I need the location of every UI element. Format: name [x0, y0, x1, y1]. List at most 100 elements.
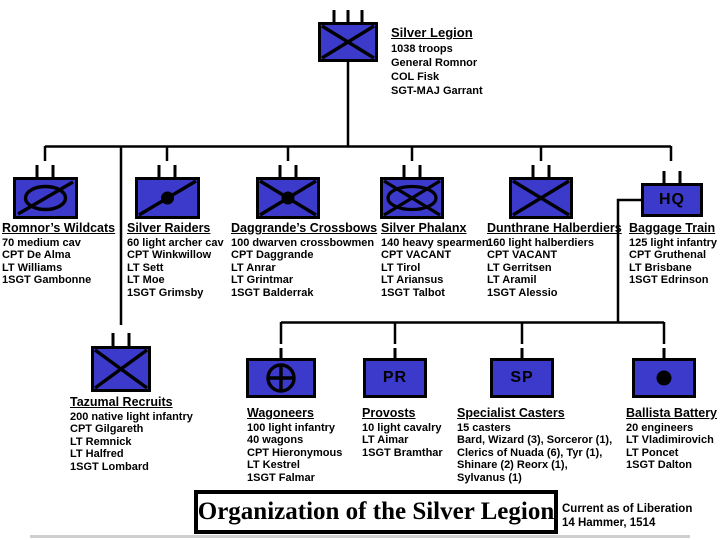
- unit-detail: LT Vladimirovich: [626, 434, 714, 447]
- unit-detail: 70 medium cav: [2, 237, 81, 249]
- unit-text-silver-raiders: Silver Raiders 60 light archer cav CPT W…: [127, 221, 224, 299]
- unit-name: Baggage Train: [629, 221, 716, 235]
- medium-cavalry-icon: [17, 180, 74, 216]
- unit-detail: CPT Gruthenal: [629, 249, 707, 262]
- unit-detail: 1SGT Alessio: [487, 286, 558, 299]
- unit-detail: 20 engineers: [626, 422, 694, 434]
- unit-name: Wagoneers: [247, 406, 314, 420]
- unit-detail: 1SGT Lombard: [70, 460, 149, 473]
- current-as-of-line1: Current as of Liberation: [562, 503, 693, 515]
- unit-box-specialist-casters: SP: [490, 358, 554, 398]
- unit-detail: Clerics of Nuada (6), Tyr (1),: [457, 446, 603, 459]
- unit-detail: 200 native light infantry: [70, 411, 193, 423]
- unit-detail: 1SGT Falmar: [247, 471, 315, 484]
- unit-name: Specialist Casters: [457, 406, 565, 420]
- unit-detail: 140 heavy spearmen: [381, 237, 489, 249]
- infantry-x-icon: [94, 349, 148, 389]
- unit-detail: 100 dwarven crossbowmen: [231, 237, 375, 249]
- unit-detail: Shinare (2) Reorx (1),: [457, 459, 568, 472]
- unit-text-daggrandes-crossbows: Daggrande’s Crossbows 100 dwarven crossb…: [231, 221, 377, 299]
- archer-cavalry-icon: [138, 180, 197, 216]
- unit-text-ballista-battery: Ballista Battery 20 engineers LT Vladimi…: [626, 406, 717, 472]
- unit-box-baggage-train: HQ: [641, 183, 703, 217]
- unit-box-dunthrane-halberdiers: [509, 177, 573, 219]
- slide-title: Organization of the Silver Legion: [197, 498, 555, 525]
- supply-circle-cross-icon: [266, 363, 296, 393]
- unit-detail: LT Kestrel: [247, 459, 300, 472]
- crossbow-infantry-icon: [259, 180, 317, 216]
- unit-box-romnors-wildcats: [13, 177, 78, 219]
- unit-detail: 160 light halberdiers: [487, 237, 594, 249]
- unit-detail: LT Aramil: [487, 274, 537, 287]
- unit-detail: LT Sett: [127, 261, 164, 274]
- unit-detail: 1SGT Gambonne: [2, 274, 92, 287]
- slide-edge-divider: [30, 535, 690, 538]
- unit-text-romnors-wildcats: Romnor’s Wildcats 70 medium cav CPT De A…: [2, 221, 115, 287]
- unit-detail: CPT Daggrande: [231, 249, 314, 262]
- unit-detail: General Romnor: [391, 57, 478, 69]
- unit-detail: LT Ariansus: [381, 274, 444, 287]
- unit-detail: Bard, Wizard (3), Sorceror (1),: [457, 434, 613, 447]
- unit-detail: CPT Hieronymous: [247, 446, 343, 459]
- unit-detail: CPT De Alma: [2, 249, 71, 262]
- unit-detail: LT Poncet: [626, 446, 679, 459]
- specialist-icon: SP: [510, 369, 534, 386]
- current-as-of-line2: 14 Hammer, 1514: [562, 517, 656, 529]
- unit-text-wagoneers: Wagoneers 100 light infantry 40 wagons C…: [247, 406, 342, 484]
- unit-detail: 1SGT Dalton: [626, 459, 693, 472]
- unit-box-wagoneers: [246, 358, 316, 398]
- unit-detail: 125 light infantry: [629, 237, 718, 249]
- unit-box-silver-phalanx: [380, 177, 444, 219]
- unit-name: Dunthrane Halberdiers: [487, 221, 622, 235]
- unit-box-silver-legion: [318, 22, 378, 62]
- current-as-of-note: Current as of Liberation 14 Hammer, 1514: [562, 502, 720, 530]
- unit-detail: Sylvanus (1): [457, 471, 522, 484]
- unit-detail: 1SGT Grimsby: [127, 286, 204, 299]
- unit-detail: 10 light cavalry: [362, 422, 442, 434]
- unit-text-dunthrane-halberdiers: Dunthrane Halberdiers 160 light halberdi…: [487, 221, 622, 299]
- artillery-dot-icon: [656, 370, 672, 386]
- unit-detail: 100 light infantry: [247, 422, 336, 434]
- unit-detail: LT Aimar: [362, 434, 409, 447]
- unit-detail: CPT Gilgareth: [70, 423, 144, 436]
- unit-detail: LT Gerritsen: [487, 261, 552, 274]
- unit-detail: 1SGT Edrinson: [629, 274, 709, 287]
- unit-text-silver-phalanx: Silver Phalanx 140 heavy spearmen CPT VA…: [381, 221, 489, 299]
- unit-detail: 60 light archer cav: [127, 237, 224, 249]
- unit-text-baggage-train: Baggage Train 125 light infantry CPT Gru…: [629, 221, 717, 287]
- unit-detail: LT Moe: [127, 274, 165, 287]
- slide-title-box: Organization of the Silver Legion: [194, 490, 558, 534]
- unit-name: Silver Phalanx: [381, 221, 467, 235]
- unit-detail: LT Anrar: [231, 261, 276, 274]
- unit-box-provosts: PR: [363, 358, 427, 398]
- unit-detail: 40 wagons: [247, 434, 304, 447]
- unit-detail: LT Williams: [2, 261, 63, 274]
- unit-detail: CPT VACANT: [487, 249, 558, 262]
- unit-detail: CPT Winkwillow: [127, 249, 212, 262]
- unit-detail: 1SGT Balderrak: [231, 286, 314, 299]
- unit-detail: LT Halfred: [70, 448, 124, 461]
- unit-box-daggrandes-crossbows: [256, 177, 320, 219]
- hq-icon: HQ: [659, 191, 685, 208]
- unit-detail: 1SGT Talbot: [381, 286, 445, 299]
- unit-name: Silver Raiders: [127, 221, 211, 235]
- unit-detail: LT Remnick: [70, 435, 132, 448]
- unit-detail: COL Fisk: [391, 71, 440, 83]
- unit-name: Tazumal Recruits: [70, 395, 173, 409]
- unit-name: Ballista Battery: [626, 406, 718, 420]
- unit-box-tazumal-recruits: [91, 346, 151, 392]
- unit-detail: LT Brisbane: [629, 261, 692, 274]
- unit-name: Provosts: [362, 406, 416, 420]
- unit-box-silver-raiders: [135, 177, 200, 219]
- provost-icon: PR: [382, 369, 408, 386]
- unit-text-provosts: Provosts 10 light cavalry LT Aimar 1SGT …: [362, 406, 443, 459]
- unit-detail: 15 casters: [457, 422, 511, 434]
- heavy-infantry-icon: [383, 180, 441, 216]
- unit-detail: SGT-MAJ Garrant: [391, 85, 483, 97]
- infantry-x-icon: [321, 25, 375, 59]
- unit-box-ballista-battery: [632, 358, 696, 398]
- unit-text-silver-legion: Silver Legion 1038 troops General Romnor…: [391, 25, 483, 98]
- unit-detail: CPT VACANT: [381, 249, 452, 262]
